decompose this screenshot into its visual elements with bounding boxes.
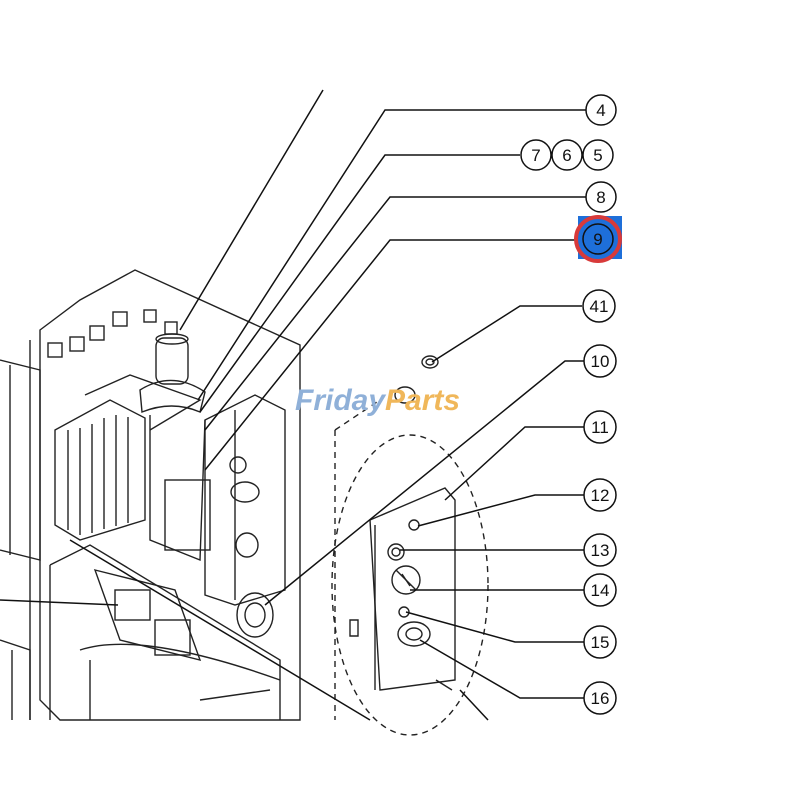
- callout-41-label: 41: [590, 297, 609, 316]
- callout-11-label: 11: [591, 418, 609, 437]
- watermark-part2: Parts: [385, 384, 460, 417]
- callout-16[interactable]: 16: [583, 681, 617, 715]
- callout-41[interactable]: 41: [582, 289, 616, 323]
- callout-4-label: 4: [596, 101, 605, 120]
- fridayparts-watermark: FridayParts: [295, 384, 460, 417]
- callout-6-label: 6: [562, 146, 571, 165]
- callout-6[interactable]: 6: [551, 139, 583, 171]
- watermark-part1: Friday: [295, 384, 386, 417]
- callout-13-label: 13: [591, 541, 610, 560]
- callout-group: 4 7 6 5 8 9 41 10: [520, 94, 622, 715]
- callout-10-label: 10: [591, 352, 610, 371]
- callout-4[interactable]: 4: [585, 94, 617, 126]
- callout-14-label: 14: [591, 581, 610, 600]
- callout-15[interactable]: 15: [583, 625, 617, 659]
- callout-9-label: 9: [593, 230, 602, 249]
- svg-text:FridayParts: FridayParts: [295, 384, 460, 417]
- callout-8[interactable]: 8: [585, 181, 617, 213]
- callout-13[interactable]: 13: [583, 533, 617, 567]
- callout-5-label: 5: [593, 146, 602, 165]
- detail-view-drawing: [331, 355, 489, 736]
- left-panel-drawing: [0, 269, 301, 721]
- callout-10[interactable]: 10: [583, 344, 617, 378]
- highlight-ring: [574, 215, 622, 263]
- callout-7-label: 7: [531, 146, 540, 165]
- callout-14[interactable]: 14: [583, 573, 617, 607]
- leader-lines: [0, 89, 588, 721]
- callout-15-label: 15: [591, 633, 610, 652]
- callout-5[interactable]: 5: [582, 139, 614, 171]
- callout-9-highlighted[interactable]: 9: [574, 215, 622, 263]
- callout-8-label: 8: [596, 188, 605, 207]
- callout-12[interactable]: 12: [583, 478, 617, 512]
- callout-12-label: 12: [591, 486, 610, 505]
- callout-7[interactable]: 7: [520, 139, 552, 171]
- callout-11[interactable]: 11: [583, 410, 617, 444]
- callout-16-label: 16: [591, 689, 610, 708]
